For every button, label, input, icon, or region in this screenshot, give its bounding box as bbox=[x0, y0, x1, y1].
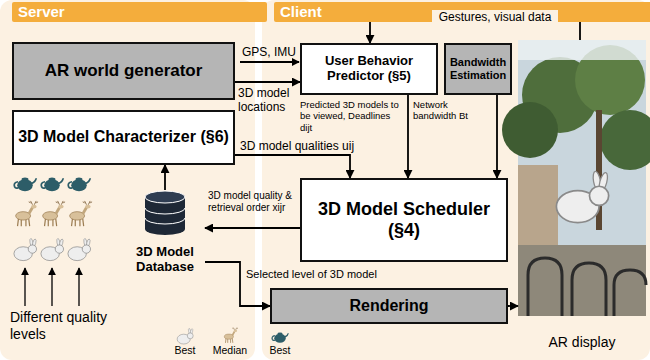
illustration-part bbox=[145, 208, 185, 224]
illustration-part bbox=[518, 40, 646, 60]
node-label: User Behavior Predictor (§5) bbox=[306, 54, 432, 84]
database-cylinder bbox=[145, 191, 185, 235]
deer-icon bbox=[43, 201, 65, 226]
ar-scene-photo bbox=[502, 40, 650, 316]
illustration-part bbox=[518, 40, 646, 316]
teapot-icon bbox=[68, 177, 91, 191]
input-arrow bbox=[240, 61, 299, 63]
node-label: Bandwidth Estimation bbox=[450, 56, 506, 81]
annotation-label: Median bbox=[205, 344, 255, 357]
node-label: 3D Model Characterizer (§6) bbox=[18, 128, 229, 146]
edge-label: Selected level of 3D model bbox=[246, 268, 406, 281]
connector-arrow bbox=[164, 165, 166, 190]
module-box: 3D Model Characterizer (§6) bbox=[12, 110, 235, 165]
teapot-icon bbox=[41, 177, 64, 191]
annotation-label: GPS, IMU bbox=[242, 45, 302, 59]
server-panel: ServerAR world generator3D Model Charact… bbox=[0, 0, 255, 360]
illustration-part bbox=[145, 223, 185, 235]
deer-icon bbox=[16, 201, 38, 226]
edge-label: 3D model qualities uij bbox=[240, 139, 380, 153]
edge-label: Network bandwidth Bt bbox=[413, 99, 493, 122]
module-box: Bandwidth Estimation bbox=[444, 43, 512, 95]
connector-arrow bbox=[235, 155, 350, 178]
node-label: 3D Model Scheduler (§4) bbox=[306, 199, 502, 240]
bunny-icon bbox=[68, 238, 91, 260]
node-label: AR world generator bbox=[45, 61, 203, 81]
module-box: User Behavior Predictor (§5) bbox=[300, 43, 438, 95]
annotation-label: Best bbox=[160, 344, 210, 357]
illustration-part bbox=[528, 258, 646, 316]
annotation-label: Different quality levels bbox=[10, 309, 115, 343]
bunny-icon bbox=[14, 238, 37, 260]
edge-label: Gestures, visual data bbox=[432, 10, 558, 24]
module-box: 3D Model Scheduler (§4) bbox=[300, 178, 508, 262]
quality-arrows bbox=[25, 268, 79, 306]
ar-display-node: AR display bbox=[518, 40, 646, 350]
bunny-icons bbox=[14, 238, 91, 260]
module-box: AR world generator bbox=[12, 42, 235, 100]
bunny-icon bbox=[177, 328, 193, 344]
illustration-part bbox=[518, 245, 646, 316]
connector-arrow bbox=[407, 95, 409, 178]
teapot-icons bbox=[14, 177, 91, 191]
pointer-arrow bbox=[78, 268, 79, 306]
connector-arrow bbox=[496, 95, 498, 178]
database-node: 3D Model Database bbox=[125, 190, 205, 275]
edge-label: 3D model locations bbox=[238, 86, 300, 115]
connector-arrow bbox=[508, 305, 518, 307]
client-panel: ClientUser Behavior Predictor (§5)Bandwi… bbox=[262, 0, 650, 360]
annotation-label: Best bbox=[255, 344, 305, 357]
illustration-part bbox=[556, 171, 609, 223]
teapot-icon bbox=[14, 177, 37, 191]
rendered-model-icons bbox=[177, 328, 289, 344]
edge-label: 3D model quality & retrieval order xijr bbox=[208, 190, 298, 214]
deer-icons bbox=[16, 201, 92, 226]
illustration-part bbox=[145, 191, 185, 203]
pointer-arrow bbox=[24, 268, 25, 306]
node-label: Rendering bbox=[349, 297, 428, 315]
connector-arrow bbox=[235, 81, 300, 83]
node-label: AR display bbox=[549, 334, 616, 350]
illustration-part bbox=[600, 110, 650, 170]
bunny-icon bbox=[41, 238, 64, 260]
edge-label: Predicted 3D models to be viewed, Deadli… bbox=[300, 99, 404, 133]
teapot-icon bbox=[272, 333, 289, 343]
deer-icon bbox=[224, 328, 238, 343]
illustration-part bbox=[518, 165, 558, 255]
module-box: Rendering bbox=[270, 288, 508, 324]
connector-arrow bbox=[205, 227, 300, 229]
panel-heading: Server bbox=[12, 2, 267, 22]
deer-icon bbox=[70, 201, 92, 226]
illustration-part bbox=[502, 102, 558, 158]
node-label: 3D Model Database bbox=[125, 245, 205, 275]
pointer-arrow bbox=[51, 268, 52, 306]
